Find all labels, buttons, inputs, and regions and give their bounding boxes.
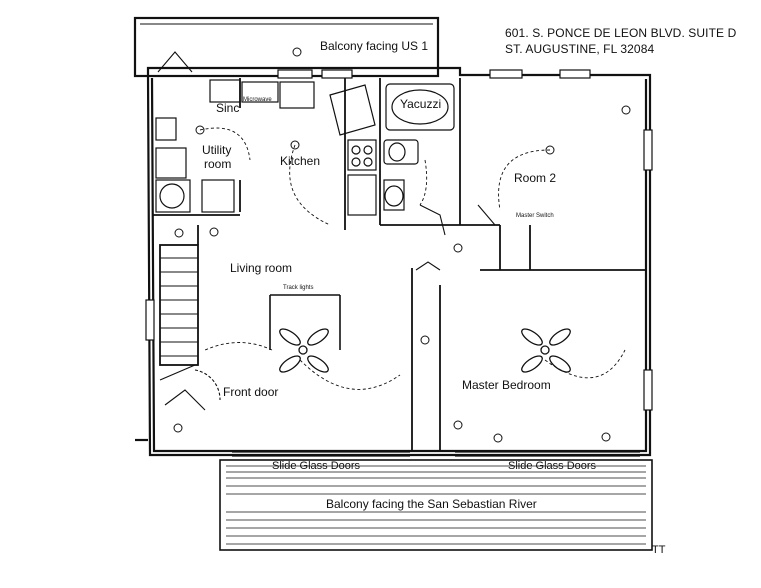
label-kitchen: Kitchen: [280, 154, 321, 168]
doors: [157, 51, 496, 411]
label-yacuzzi: Yacuzzi: [400, 97, 442, 111]
ceiling-fans: [279, 328, 571, 373]
electrical-fixtures: [173, 47, 631, 443]
river-balcony: [219, 459, 653, 551]
kitchen-fixtures: [155, 79, 377, 216]
label-balcony-bottom: Balcony facing the San Sebastian River: [326, 497, 537, 511]
label-balcony-top: Balcony facing US 1: [320, 39, 429, 53]
stairs: [160, 257, 198, 357]
label-living-room: Living room: [230, 261, 293, 275]
interior-walls: [152, 78, 646, 451]
switch-arcs: [199, 127, 626, 390]
label-slide-doors-right: Slide Glass Doors: [508, 460, 597, 472]
label-microwave: Microwave: [243, 97, 272, 103]
label-track-lights: Track lights: [283, 285, 314, 291]
track-light: [269, 294, 341, 350]
label-master-switch: Master Switch: [516, 213, 554, 219]
label-utility-line2: room: [204, 157, 232, 171]
label-room-2: Room 2: [514, 171, 557, 185]
bath-fixtures: [383, 83, 455, 211]
label-master-bedroom: Master Bedroom: [462, 378, 551, 392]
address-line-2: ST. AUGUSTINE, FL 32084: [505, 42, 655, 56]
windows: [145, 69, 653, 411]
label-utility-line1: Utility: [202, 143, 232, 157]
label-sink: Sinc: [216, 101, 240, 115]
sliding-doors: [232, 451, 640, 457]
label-slide-doors-left: Slide Glass Doors: [272, 460, 361, 472]
address-line-1: 601. S. PONCE DE LEON BLVD. SUITE D: [505, 26, 737, 40]
label-front-door: Front door: [223, 385, 279, 399]
signature-mark: TT: [652, 544, 666, 556]
